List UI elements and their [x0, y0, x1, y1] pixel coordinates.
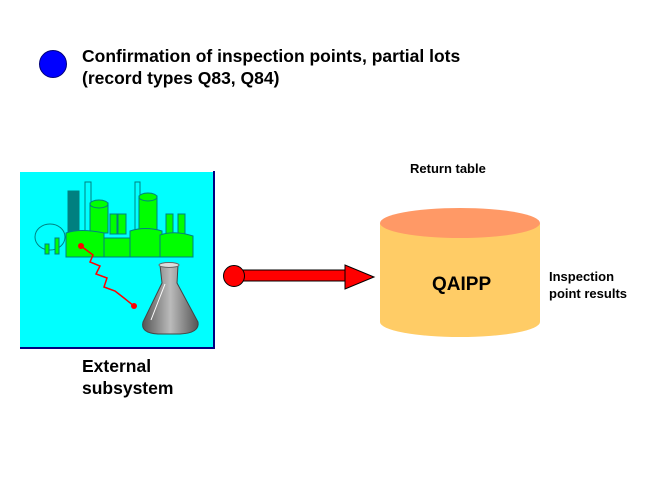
external-subsystem-illustration [20, 170, 215, 349]
external-subsystem-label: External subsystem [82, 356, 174, 398]
return-table-heading: Return table [410, 161, 486, 176]
signal-zigzag-icon [78, 243, 137, 309]
table-description: Inspection point results [549, 269, 628, 301]
bullet-icon [39, 50, 67, 78]
data-flow-arrow [223, 264, 376, 290]
factory-icon [34, 181, 194, 258]
diagram-title: Confirmation of inspection points, parti… [82, 45, 460, 89]
qaipp-table-cylinder [380, 208, 540, 337]
flask-icon [142, 262, 199, 335]
title-line-2: (record types Q83, Q84) [82, 68, 280, 88]
title-line-1: Confirmation of inspection points, parti… [82, 46, 461, 66]
table-name-label: QAIPP [432, 274, 492, 295]
